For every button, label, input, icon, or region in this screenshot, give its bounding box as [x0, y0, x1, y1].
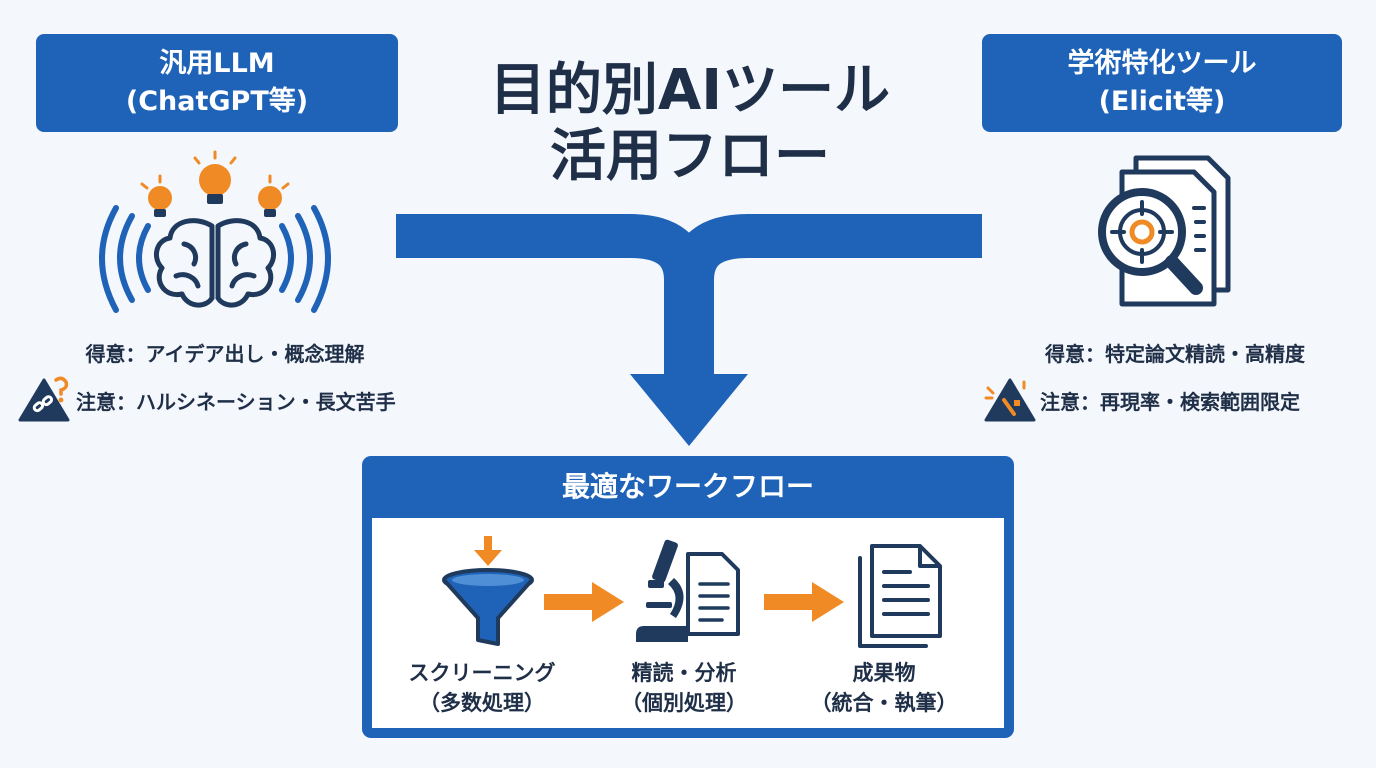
- step-analysis: 精読・分析 （個別処理）: [584, 658, 784, 718]
- funnel-icon: [442, 536, 534, 646]
- academic-strength-text: 得意：特定論文精読・高精度: [1045, 342, 1305, 366]
- documents-icon: [858, 544, 942, 648]
- step-screening-detail: （多数処理）: [419, 691, 545, 715]
- step-output-name: 成果物: [852, 661, 916, 685]
- step-output: 成果物 （統合・執筆）: [784, 658, 984, 718]
- step-output-detail: （統合・執筆）: [810, 691, 958, 715]
- merge-arrow-icon: [396, 214, 982, 446]
- microscope-document-icon: [636, 539, 740, 642]
- llm-label-box: 汎用LLM (ChatGPT等): [36, 34, 398, 132]
- llm-example: (ChatGPT等): [125, 86, 309, 117]
- title-line-2: 活用フロー: [550, 124, 830, 189]
- academic-name: 学術特化ツール: [1067, 48, 1257, 79]
- llm-strength-text: 得意：アイデア出し・概念理解: [85, 342, 365, 366]
- page-title: 目的別AIツール 活用フロー: [420, 58, 960, 190]
- warning-sparkle-icon: [984, 378, 1036, 422]
- llm-name: 汎用LLM: [159, 48, 275, 79]
- brain-with-lightbulbs-icon: [99, 150, 331, 313]
- workflow-title: 最適なワークフロー: [561, 470, 814, 503]
- workflow-box: 最適なワークフロー: [362, 456, 1014, 738]
- academic-caution-text: 注意：再現率・検索範囲限定: [1040, 390, 1300, 414]
- step-analysis-name: 精読・分析: [631, 661, 737, 685]
- academic-label-box: 学術特化ツール (Elicit等): [982, 34, 1342, 132]
- step-screening: スクリーニング （多数処理）: [382, 658, 582, 718]
- step-analysis-detail: （個別処理）: [621, 691, 747, 715]
- llm-caution-text: 注意：ハルシネーション・長文苦手: [76, 390, 396, 414]
- warning-link-question-icon: [18, 376, 70, 422]
- document-magnifier-target-icon: [1098, 155, 1231, 307]
- step-screening-name: スクリーニング: [408, 661, 556, 685]
- arrow-right-icon-2: [764, 582, 844, 622]
- workflow-steps-panel: スクリーニング （多数処理） 精読・分析 （個別処理） 成果物 （統合・執筆）: [372, 518, 1004, 728]
- title-line-1: 目的別AIツール: [489, 58, 891, 123]
- arrow-right-icon: [544, 582, 624, 622]
- academic-example: (Elicit等): [1098, 86, 1226, 117]
